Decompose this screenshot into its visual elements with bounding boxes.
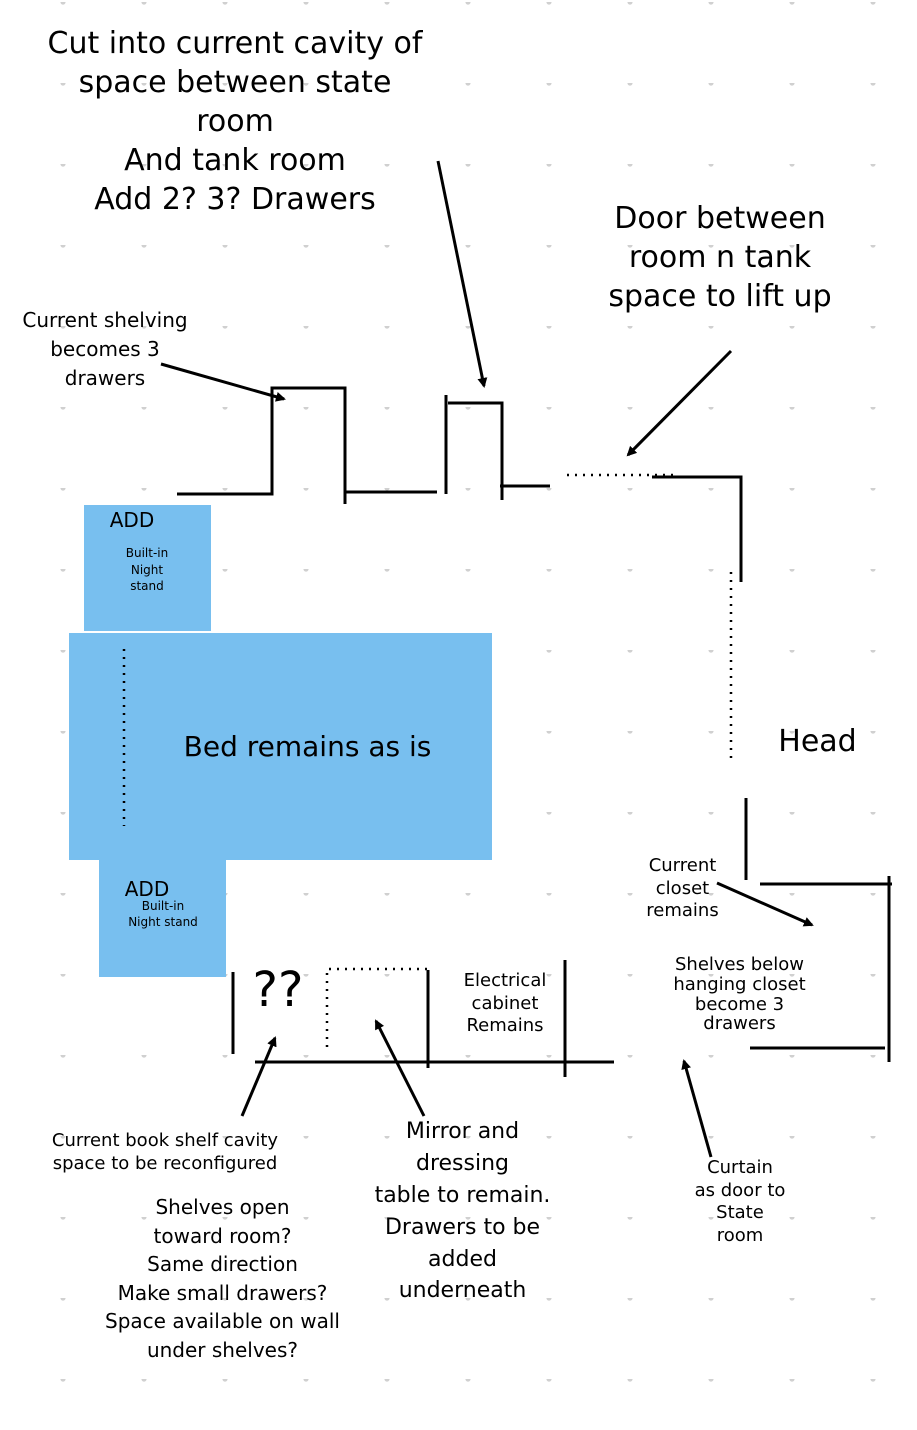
bed-block	[69, 633, 492, 860]
top-wall-left	[177, 386, 347, 504]
note-head: Head	[778, 724, 857, 759]
note-shelves-below: Shelves below hanging closet become 3 dr…	[673, 954, 806, 1035]
note-shelving: Current shelving becomes 3 drawers	[22, 308, 188, 390]
note-curtain: Curtain as door to State room	[694, 1157, 786, 1246]
arrow-mirror	[374, 1019, 426, 1117]
arrow-curtain	[681, 1059, 713, 1158]
note-question: ??	[252, 962, 304, 1018]
nightstand-top-block	[84, 505, 211, 631]
note-cavity: Cut into current cavity of space between…	[47, 26, 423, 217]
nightstand-bottom-label: Built-in Night stand	[128, 899, 198, 929]
nightstand-bottom-block	[99, 860, 226, 977]
note-electrical: Electrical cabinet Remains	[463, 970, 547, 1036]
note-door: Door between room n tank space to lift u…	[608, 201, 832, 314]
note-closet: Current closet remains	[646, 855, 719, 921]
dotted-lines	[122, 473, 733, 1050]
cavity-top	[448, 401, 504, 500]
wall-lines	[177, 386, 892, 1077]
arrow-shelving	[160, 362, 286, 402]
note-mirror: Mirror and dressing table to remain. Dra…	[374, 1119, 551, 1304]
nightstand-top-add: ADD	[109, 508, 155, 532]
arrow-closet	[716, 881, 814, 927]
nightstand-top-label: Built-in Night stand	[125, 546, 169, 594]
arrow-door	[626, 349, 733, 457]
note-bookshelf: Current book shelf cavity space to be re…	[51, 1130, 279, 1175]
arrow-bookshelf	[240, 1036, 277, 1117]
arrow-cavity	[436, 160, 488, 388]
bed-label: Bed remains as is	[183, 730, 432, 763]
tank-wall	[652, 475, 743, 582]
arrows	[160, 160, 814, 1158]
note-bookshelf-questions: Shelves open toward room? Same direction…	[105, 1195, 340, 1362]
nightstand-bottom-add: ADD	[124, 877, 170, 901]
